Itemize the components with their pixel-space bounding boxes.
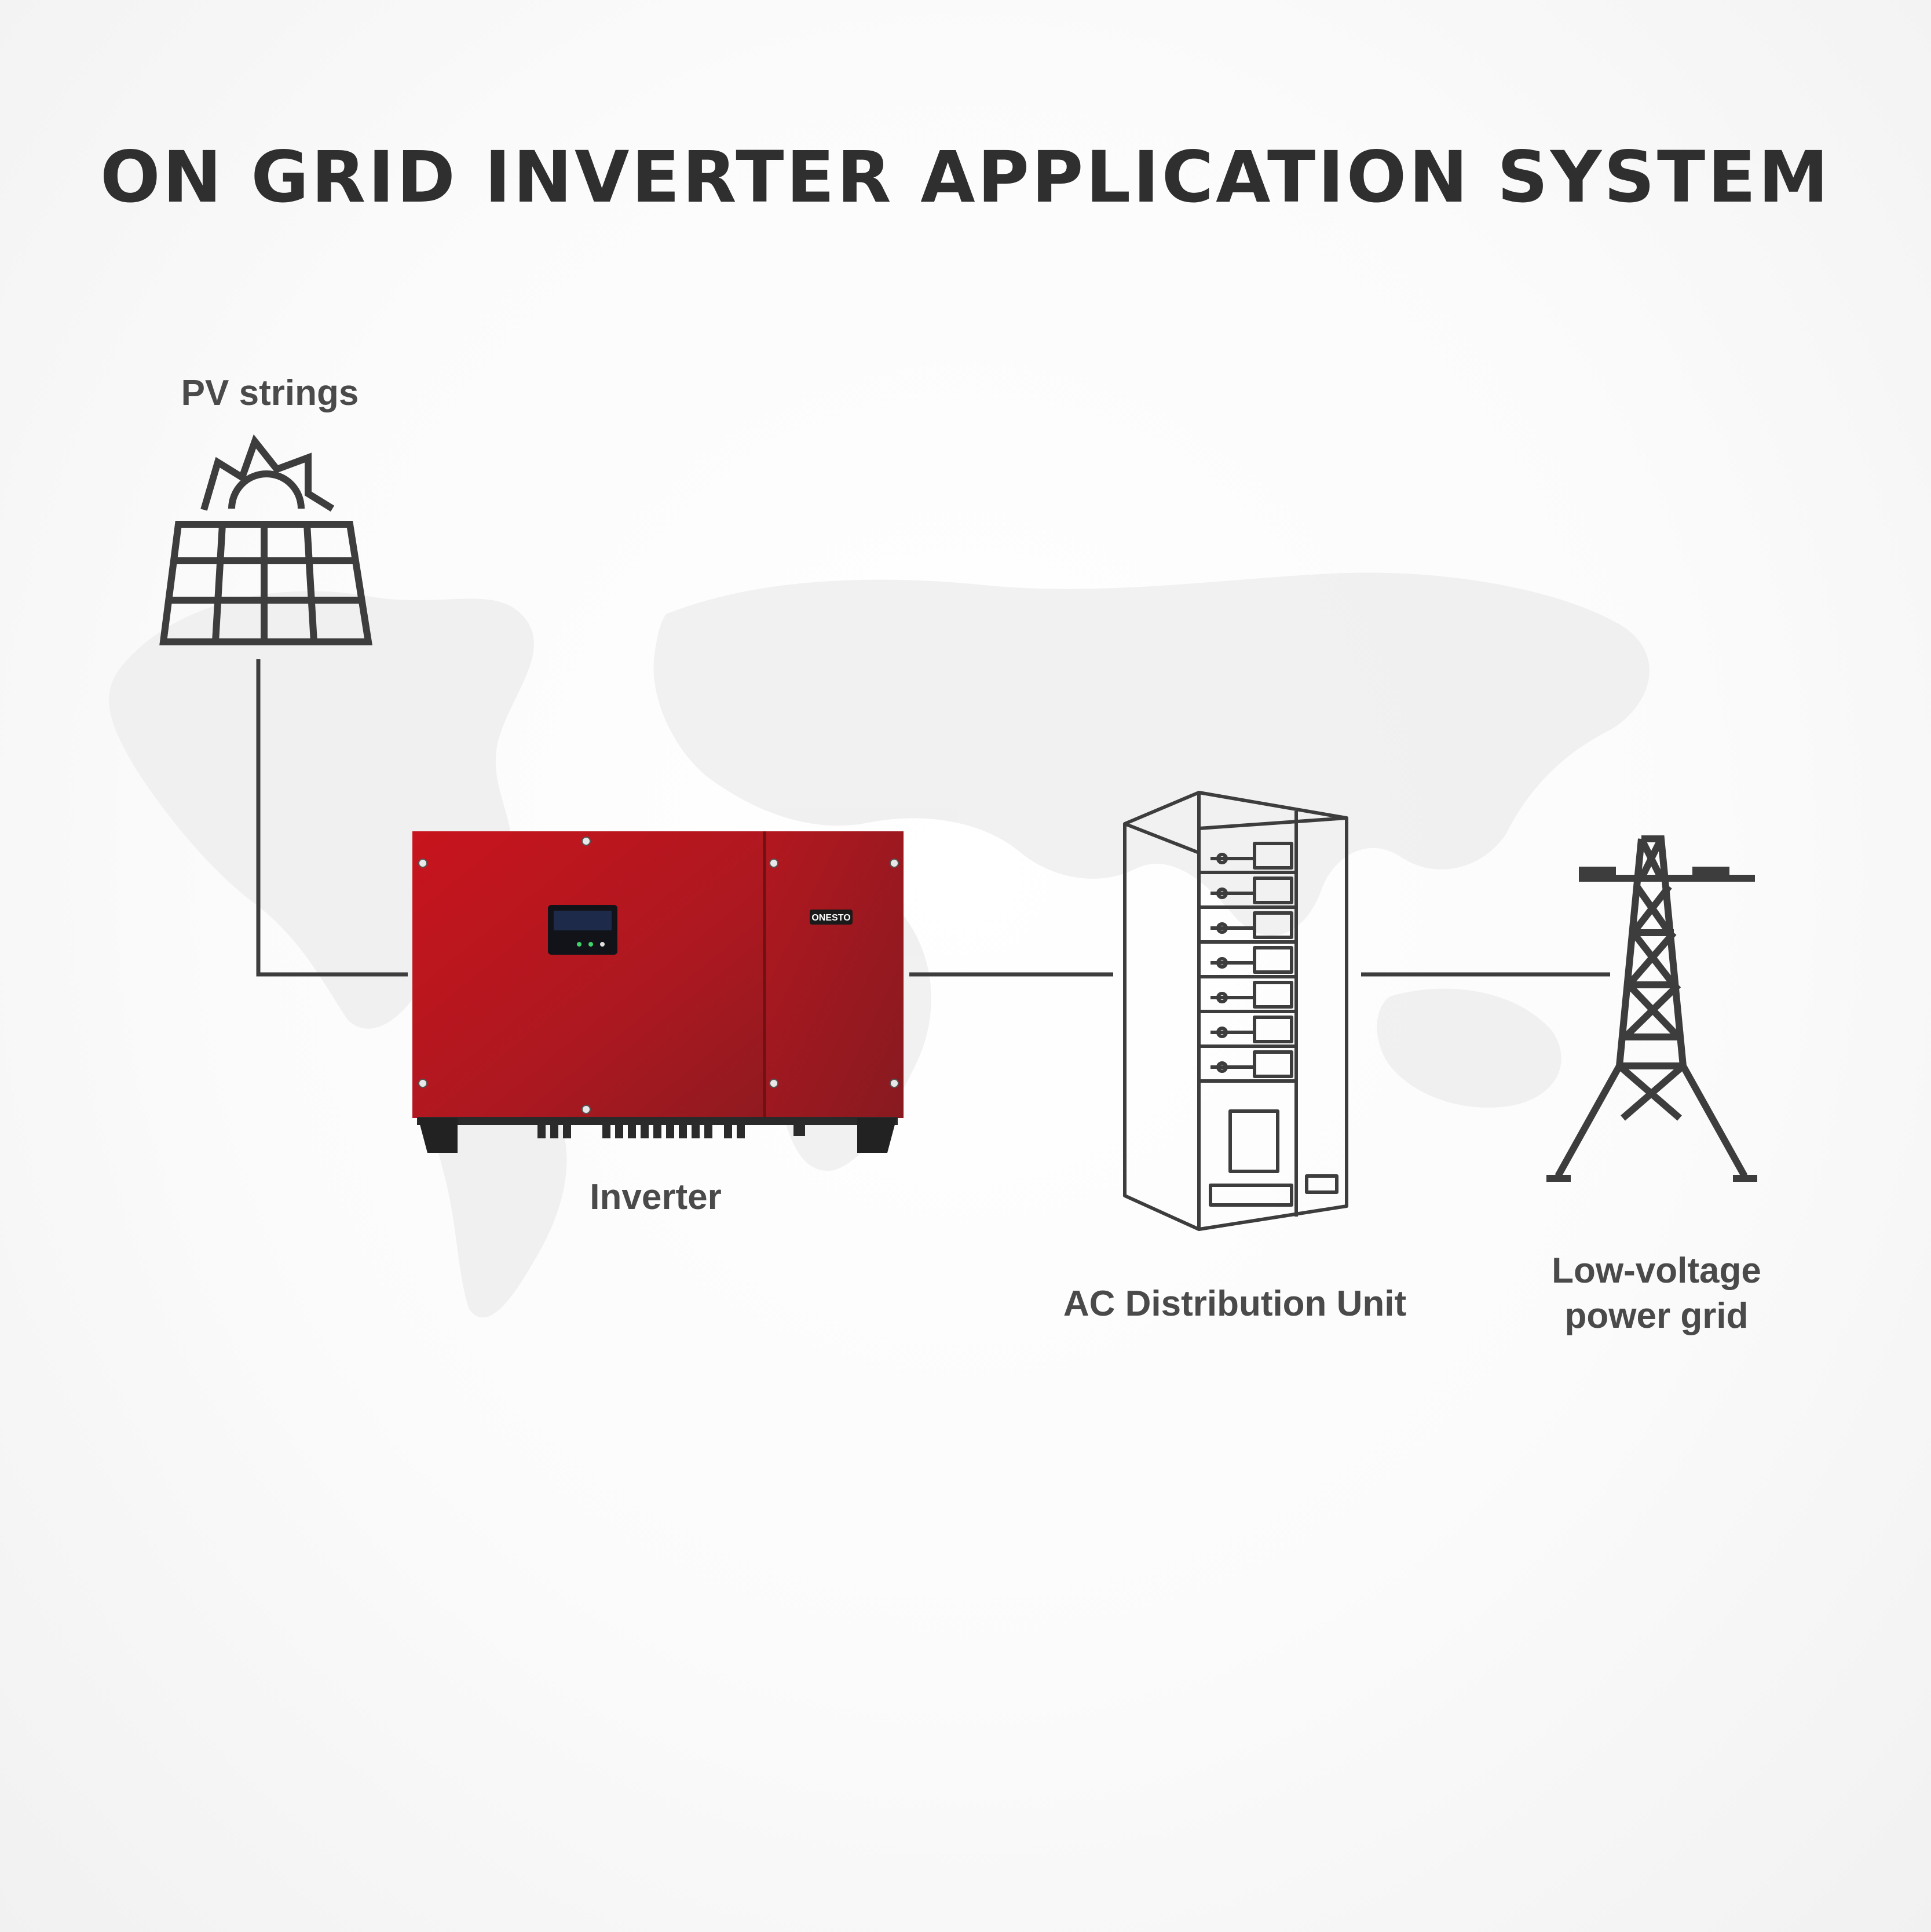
transmission-tower-icon	[1546, 835, 1757, 1182]
pv-to-inverter-line	[256, 659, 408, 977]
power-grid-label-line2: power grid	[1564, 1296, 1749, 1336]
brand-badge	[810, 910, 853, 925]
connection-lines	[256, 659, 1610, 977]
inverter-brand: ONESTO	[811, 913, 850, 923]
ac-distribution-label: AC Distribution Unit	[1063, 1284, 1407, 1324]
power-grid-label-line1: Low-voltage	[1552, 1251, 1761, 1291]
distribution-cabinet-icon	[1123, 791, 1348, 1231]
pv-strings-label: PV strings	[181, 373, 359, 413]
page-title: ON GRID INVERTER APPLICATION SYSTEM	[100, 136, 1831, 218]
inverter-image: ONESTO	[412, 831, 904, 1153]
inverter-label: Inverter	[590, 1177, 722, 1217]
power-grid-label: Low-voltage power grid	[1483, 1248, 1830, 1339]
solar-panel-icon	[159, 434, 373, 645]
